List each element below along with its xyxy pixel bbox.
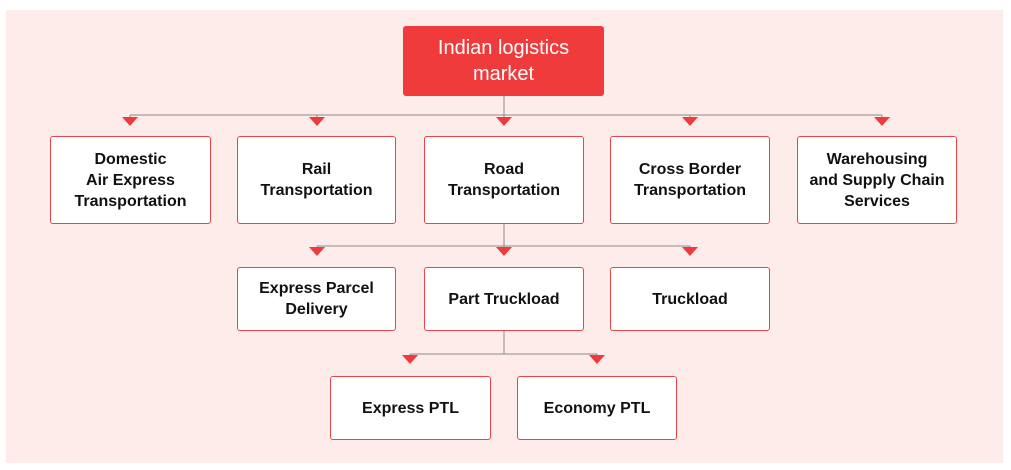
subsegment-node-label: Truckload <box>652 290 728 308</box>
arrowhead-icon <box>309 247 325 256</box>
segment-node-domestic-air-express: Domestic Air Express Transportation <box>50 136 211 224</box>
subsegment-node-label: Express Parcel Delivery <box>259 280 374 318</box>
segment-node-cross-border-transportation: Cross Border Transportation <box>610 136 770 224</box>
road-subsegment-part-truckload: Part Truckload <box>424 267 584 331</box>
arrowhead-icon <box>589 355 605 364</box>
segment-node-label: Rail Transportation <box>260 161 373 199</box>
arrowhead-icon <box>682 117 698 126</box>
segment-node-road-transportation: Road Transportation <box>424 136 584 224</box>
ptl-subsegment-economy-ptl: Economy PTL <box>517 376 677 440</box>
road-subsegment-express-parcel-delivery: Express Parcel Delivery <box>237 267 396 331</box>
arrowhead-icon <box>496 247 512 256</box>
arrowhead-icon <box>682 247 698 256</box>
segment-node-label: Domestic Air Express Transportation <box>74 150 187 210</box>
ptl-subsegment-express-ptl: Express PTL <box>330 376 491 440</box>
road-subsegment-truckload: Truckload <box>610 267 770 331</box>
arrowhead-icon <box>122 117 138 126</box>
segment-node-label: Cross Border Transportation <box>633 161 746 199</box>
subsegment-node-label: Part Truckload <box>448 290 560 308</box>
segment-node-label: Warehousing and Supply Chain Services <box>809 150 945 210</box>
arrowhead-icon <box>874 117 890 126</box>
segment-node-rail-transportation: Rail Transportation <box>237 136 396 224</box>
segment-node-warehousing-supply-chain: Warehousing and Supply Chain Services <box>797 136 957 224</box>
subsegment-node-label: Express PTL <box>362 399 459 417</box>
root-node-label: Indian logistics market <box>437 37 570 85</box>
segment-node-label: Road Transportation <box>447 161 560 199</box>
subsegment-node-label: Economy PTL <box>543 399 651 417</box>
root-node-indian-logistics-market: Indian logistics market <box>403 26 604 96</box>
arrowhead-icon <box>402 355 418 364</box>
arrowhead-icon <box>309 117 325 126</box>
arrowhead-icon <box>496 117 512 126</box>
